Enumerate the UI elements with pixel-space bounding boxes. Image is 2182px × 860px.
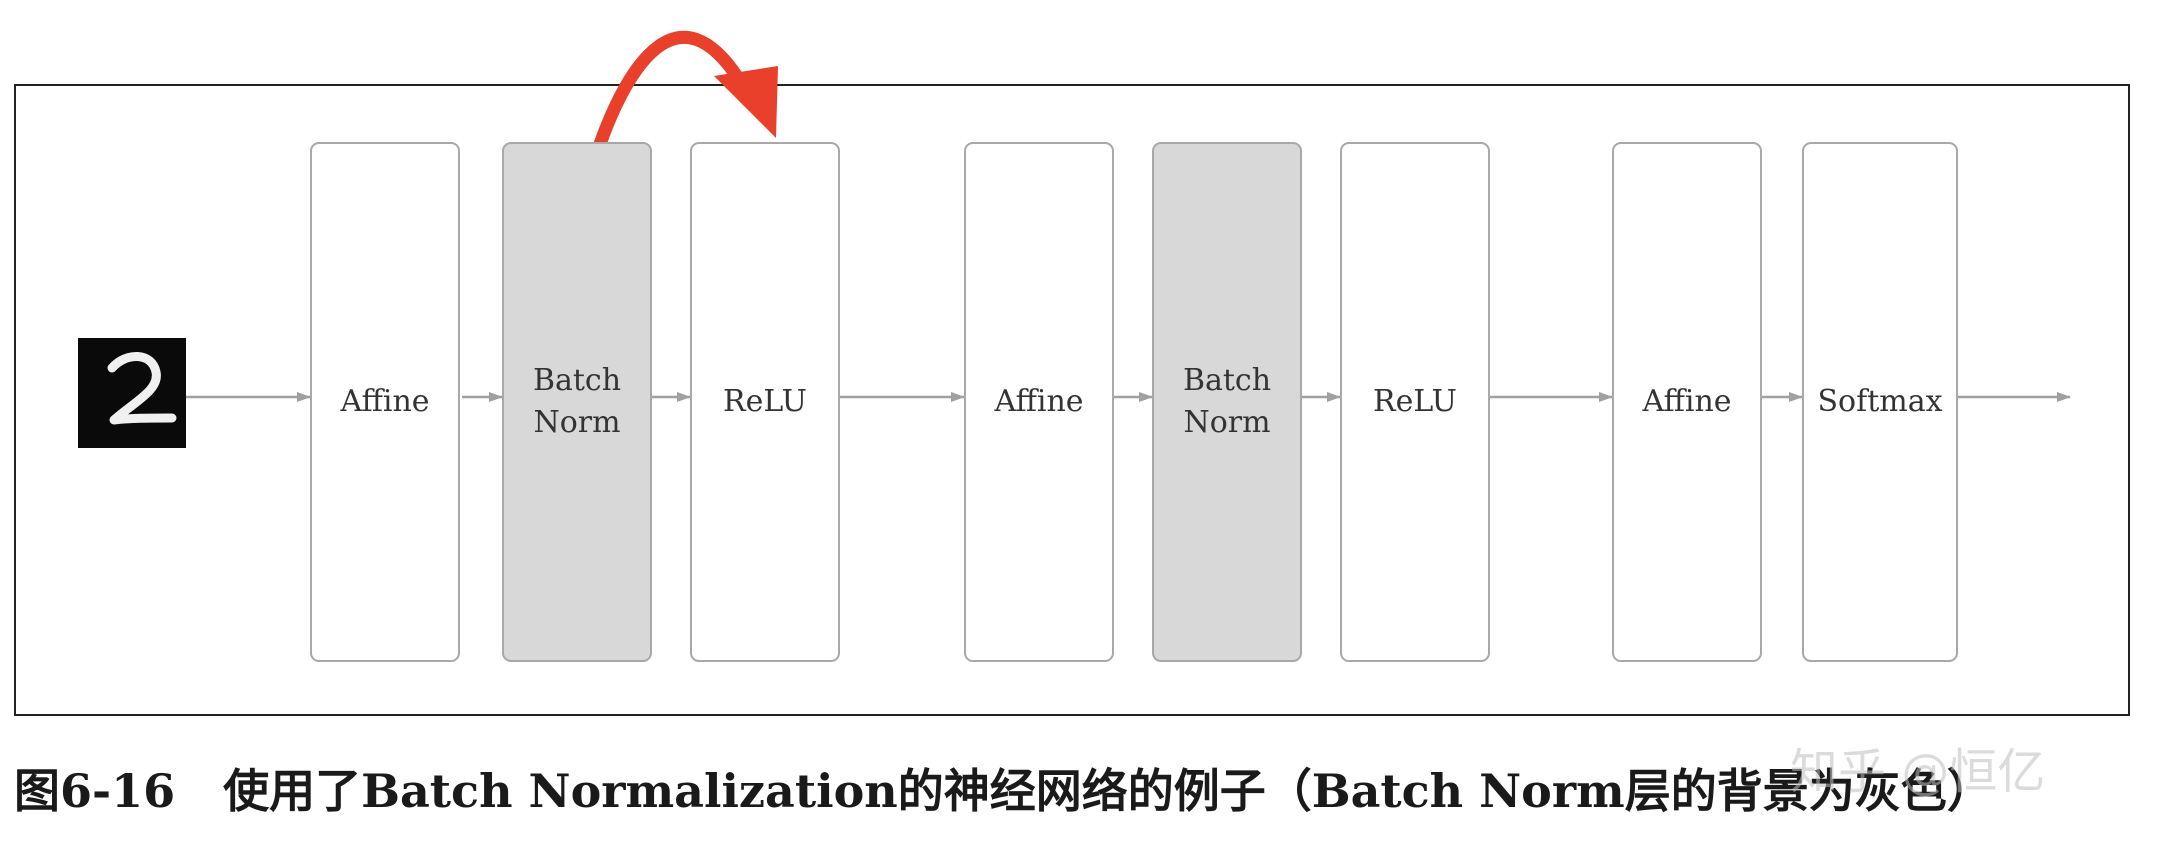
affine-block-2-label: Affine bbox=[994, 384, 1084, 419]
watermark: 知乎 @恒亿 bbox=[1790, 744, 2046, 800]
caption-text: 使用了Batch Normalization的神经网络的例子（Batch Nor… bbox=[223, 764, 1993, 818]
diagram-frame bbox=[14, 84, 2130, 716]
input-digit-image bbox=[78, 338, 186, 448]
affine-block-2: Affine bbox=[964, 142, 1114, 662]
figure-caption: 图6-16 使用了Batch Normalization的神经网络的例子（Bat… bbox=[14, 758, 1993, 818]
digit-two-icon bbox=[107, 352, 177, 425]
relu-block-1-label: ReLU bbox=[723, 384, 807, 419]
figure-number: 图6-16 bbox=[14, 764, 176, 818]
network-diagram bbox=[186, 31, 2071, 402]
batch-norm-block-1: Batch Norm bbox=[502, 142, 652, 662]
batch-norm-curved-arrow bbox=[593, 31, 744, 147]
affine-block-1-label: Affine bbox=[340, 384, 430, 419]
batch-norm-arrowhead bbox=[714, 66, 778, 138]
relu-block-2: ReLU bbox=[1340, 142, 1490, 662]
batch-norm-block-1-label: Batch Norm bbox=[532, 363, 622, 440]
relu-block-2-label: ReLU bbox=[1373, 384, 1457, 419]
softmax-block: Softmax bbox=[1802, 142, 1958, 662]
softmax-block-label: Softmax bbox=[1817, 384, 1943, 419]
affine-block-3-label: Affine bbox=[1642, 384, 1732, 419]
relu-block-1: ReLU bbox=[690, 142, 840, 662]
batch-norm-block-2-label: Batch Norm bbox=[1182, 363, 1272, 440]
affine-block-1: Affine bbox=[310, 142, 460, 662]
affine-block-3: Affine bbox=[1612, 142, 1762, 662]
batch-norm-block-2: Batch Norm bbox=[1152, 142, 1302, 662]
